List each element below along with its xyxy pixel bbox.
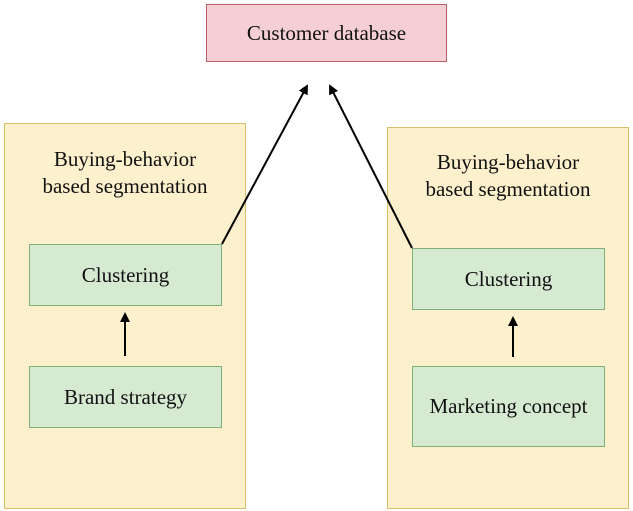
left-panel-title: Buying-behavior based segmentation xyxy=(42,147,208,198)
left-clustering-node: Clustering xyxy=(29,244,222,306)
marketing-concept-node: Marketing concept xyxy=(412,366,605,447)
right-panel-title: Buying-behavior based segmentation xyxy=(425,150,591,201)
customer-database-node: Customer database xyxy=(206,4,447,62)
right-segmentation-panel: Buying-behavior based segmentation xyxy=(387,127,629,509)
brand-strategy-node: Brand strategy xyxy=(29,366,222,428)
right-clustering-node: Clustering xyxy=(412,248,605,310)
left-segmentation-panel: Buying-behavior based segmentation xyxy=(4,123,246,509)
